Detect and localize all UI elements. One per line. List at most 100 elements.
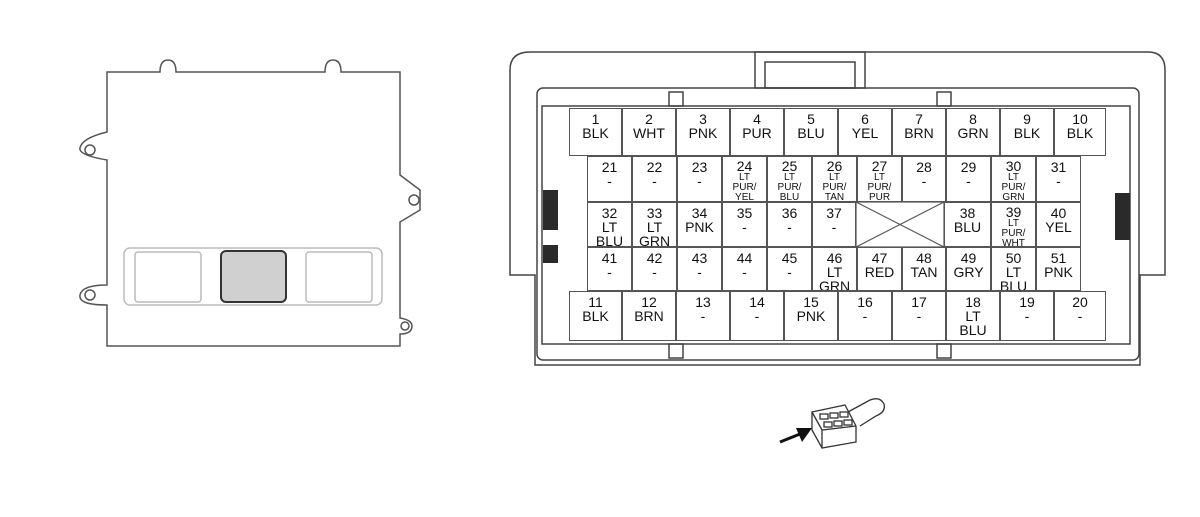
left-latch [543, 190, 558, 230]
wire-color: WHT [633, 125, 665, 141]
pin-number: 8 [969, 111, 977, 127]
pin-number: 13 [695, 294, 711, 310]
pin-number: 5 [807, 111, 815, 127]
wire-color: PUR/ [1001, 228, 1026, 239]
wire-color: - [831, 219, 837, 235]
pin-cell-28: 28- [902, 156, 946, 202]
pin-cell-44: 44- [722, 247, 767, 291]
pin-number: 38 [959, 205, 976, 221]
pin-cell-14: 14- [730, 291, 784, 341]
pin-number: 29 [960, 159, 977, 175]
pin-number: 4 [753, 111, 761, 127]
pin-number: 10 [1072, 111, 1088, 127]
pin-cell-36: 36- [767, 202, 812, 247]
pin-number: 2 [645, 111, 653, 127]
pin-number: 3 [699, 111, 707, 127]
pin-number: 47 [871, 250, 888, 266]
wire-color: BLK [582, 308, 609, 324]
pin-number: 35 [736, 205, 753, 221]
pin-cell-16: 16- [838, 291, 892, 341]
pin-number: 50 [1005, 250, 1022, 266]
wire-color: - [607, 264, 612, 280]
pin-number: 43 [691, 250, 708, 266]
pin-number: 40 [1050, 205, 1067, 221]
pin-number: 51 [1050, 250, 1067, 266]
pin-number: 14 [749, 294, 765, 310]
wire-color: PUR/ [777, 182, 802, 193]
wire-color: LT [601, 219, 618, 235]
wire-color: BLU [595, 233, 624, 247]
pin-cell-43: 43- [677, 247, 722, 291]
ecu-module-icon [79, 59, 421, 347]
pin-number: 34 [691, 205, 708, 221]
wire-color: PNK [1044, 264, 1073, 280]
pin-cell-22: 22- [632, 156, 677, 202]
pin-number: 15 [803, 294, 819, 310]
wire-color: LT [874, 172, 885, 183]
wire-color: - [921, 173, 927, 189]
wire-color: LT [739, 172, 750, 183]
wire-color: PNK [685, 219, 714, 235]
wire-color: GRY [953, 264, 984, 280]
wire-color: LT [646, 219, 663, 235]
pin-cell-13: 13- [676, 291, 730, 341]
pin-number: 49 [960, 250, 977, 266]
pin-number: 1 [591, 111, 600, 127]
pin-cell-19: 19- [1000, 291, 1054, 341]
wire-color: BLK [1013, 125, 1041, 141]
pin-number: 21 [601, 159, 618, 175]
wire-color: BLU [959, 322, 987, 338]
left-latch-small [543, 245, 558, 263]
wire-color: - [966, 173, 971, 189]
wire-color: LT [1008, 218, 1019, 229]
pin-number: 6 [861, 111, 869, 127]
pin-number: 27 [871, 158, 888, 174]
pin-cell-45: 45- [767, 247, 812, 291]
wire-color: - [862, 308, 868, 324]
pin-number: 26 [826, 158, 843, 174]
pin-number: 16 [857, 294, 873, 310]
wire-color: - [742, 264, 747, 280]
pin-number: 46 [826, 250, 843, 266]
wire-color: PUR/ [822, 182, 847, 193]
pin-cell-42: 42- [632, 247, 677, 291]
pin-number: 7 [915, 111, 923, 127]
pin-number: 22 [646, 159, 663, 175]
wire-color: PUR/ [867, 182, 892, 193]
wire-color: YEL [851, 125, 879, 141]
wire-color: RED [864, 264, 895, 280]
wire-color: - [787, 264, 792, 280]
wire-color: LT [784, 172, 795, 183]
connector-plug-icon [811, 398, 885, 449]
pin-cell-20: 20- [1054, 291, 1106, 341]
pin-cell-23: 23- [677, 156, 722, 202]
wire-color: LT [829, 172, 840, 183]
wire-color: LT [826, 264, 843, 280]
wire-color: YEL [735, 192, 754, 202]
pin-number: 31 [1050, 159, 1067, 175]
pin-number: 41 [601, 250, 618, 266]
wire-color: PUR [742, 125, 772, 141]
pin-cell-29: 29- [946, 156, 991, 202]
wire-color: GRN [638, 233, 671, 247]
